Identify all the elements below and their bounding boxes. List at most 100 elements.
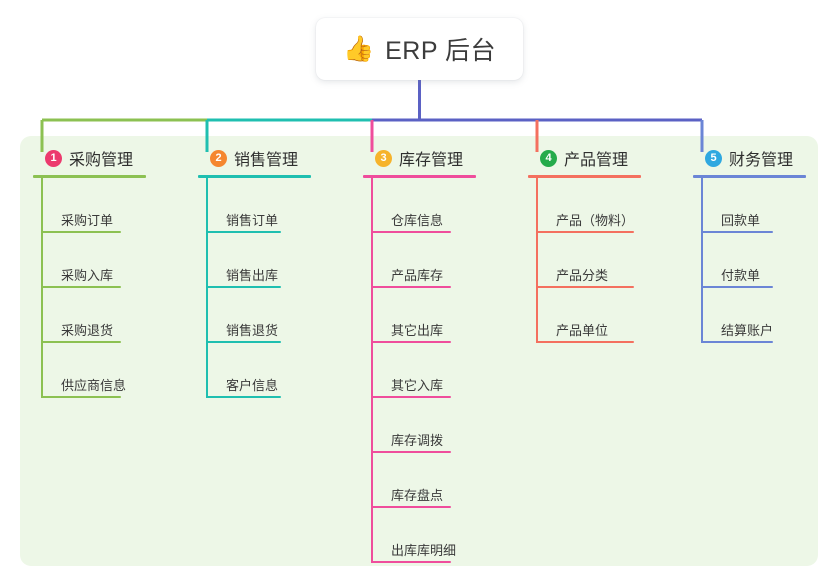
column-title: 销售管理: [234, 152, 299, 169]
item-stem: [371, 398, 373, 453]
item-label: 出库库明细: [391, 543, 457, 558]
column-badge-2: 2: [210, 149, 227, 167]
column-header-rule: [528, 175, 641, 178]
item-label: 库存盘点: [391, 488, 444, 503]
item-label: 结算账户: [721, 323, 774, 338]
item-label: 产品单位: [556, 323, 609, 338]
item-rule: [701, 341, 773, 343]
root-node-content: 👍 ERP 后台: [343, 31, 496, 67]
item-label: 销售出库: [226, 268, 279, 283]
column-badge-5: 5: [705, 149, 722, 167]
item-stem: [206, 343, 208, 398]
column-header-3[interactable]: 3 库存管理: [363, 146, 476, 170]
item-rule: [536, 341, 634, 343]
item-label: 回款单: [721, 213, 761, 228]
item-stem: [206, 178, 208, 233]
list-item[interactable]: 结算账户: [693, 288, 806, 343]
column-title: 库存管理: [399, 152, 464, 169]
item-stem: [701, 233, 703, 288]
item-rule: [206, 231, 281, 233]
item-stem: [206, 233, 208, 288]
column-库存管理: 3 库存管理仓库信息产品库存其它出库其它入库库存调拨库存盘点出库库明细: [363, 146, 476, 563]
item-stem: [371, 343, 373, 398]
item-label: 付款单: [721, 268, 761, 283]
item-stem: [371, 453, 373, 508]
item-rule: [371, 286, 451, 288]
item-label: 其它出库: [391, 323, 444, 338]
list-item[interactable]: 回款单: [693, 178, 806, 233]
item-stem: [701, 288, 703, 343]
column-header-rule: [363, 175, 476, 178]
item-label: 销售订单: [226, 213, 279, 228]
list-item[interactable]: 库存调拨: [363, 398, 476, 453]
item-label: 库存调拨: [391, 433, 444, 448]
item-rule: [41, 341, 121, 343]
item-rule: [206, 286, 281, 288]
list-item[interactable]: 产品单位: [528, 288, 641, 343]
list-item[interactable]: 仓库信息: [363, 178, 476, 233]
item-stem: [371, 288, 373, 343]
column-header-rule: [693, 175, 806, 178]
list-item[interactable]: 产品库存: [363, 233, 476, 288]
root-node[interactable]: 👍 ERP 后台: [316, 18, 523, 80]
column-header-rule: [33, 175, 146, 178]
item-rule: [206, 396, 281, 398]
item-label: 销售退货: [226, 323, 279, 338]
item-stem: [701, 178, 703, 233]
column-header-2[interactable]: 2 销售管理: [198, 146, 311, 170]
item-stem: [371, 178, 373, 233]
item-stem: [536, 233, 538, 288]
list-item[interactable]: 产品分类: [528, 233, 641, 288]
column-items: 回款单付款单结算账户: [693, 178, 806, 343]
list-item[interactable]: 库存盘点: [363, 453, 476, 508]
item-rule: [536, 231, 634, 233]
item-label: 客户信息: [226, 378, 279, 393]
list-item[interactable]: 销售订单: [198, 178, 311, 233]
item-label: 其它入库: [391, 378, 444, 393]
list-item[interactable]: 供应商信息: [33, 343, 146, 398]
item-stem: [371, 508, 373, 563]
list-item[interactable]: 客户信息: [198, 343, 311, 398]
item-label: 产品（物料）: [556, 213, 635, 228]
list-item[interactable]: 采购退货: [33, 288, 146, 343]
list-item[interactable]: 销售出库: [198, 233, 311, 288]
item-rule: [206, 341, 281, 343]
item-stem: [371, 233, 373, 288]
item-rule: [371, 506, 451, 508]
root-title: ERP 后台: [385, 37, 497, 65]
list-item[interactable]: 其它入库: [363, 343, 476, 398]
item-label: 采购订单: [61, 213, 114, 228]
item-stem: [41, 343, 43, 398]
item-rule: [41, 231, 121, 233]
item-label: 产品库存: [391, 268, 444, 283]
list-item[interactable]: 付款单: [693, 233, 806, 288]
item-rule: [371, 396, 451, 398]
list-item[interactable]: 销售退货: [198, 288, 311, 343]
item-rule: [371, 561, 451, 563]
background-panel: [20, 136, 818, 566]
item-label: 仓库信息: [391, 213, 444, 228]
item-rule: [371, 451, 451, 453]
item-stem: [536, 178, 538, 233]
item-stem: [41, 178, 43, 233]
list-item[interactable]: 出库库明细: [363, 508, 476, 563]
column-badge-3: 3: [375, 149, 392, 167]
column-title: 产品管理: [564, 152, 629, 169]
column-title: 采购管理: [69, 152, 134, 169]
item-rule: [701, 286, 773, 288]
column-items: 仓库信息产品库存其它出库其它入库库存调拨库存盘点出库库明细: [363, 178, 476, 563]
list-item[interactable]: 其它出库: [363, 288, 476, 343]
list-item[interactable]: 采购订单: [33, 178, 146, 233]
column-items: 销售订单销售出库销售退货客户信息: [198, 178, 311, 398]
column-header-rule: [198, 175, 311, 178]
list-item[interactable]: 采购入库: [33, 233, 146, 288]
item-rule: [41, 396, 121, 398]
list-item[interactable]: 产品（物料）: [528, 178, 641, 233]
item-rule: [371, 231, 451, 233]
